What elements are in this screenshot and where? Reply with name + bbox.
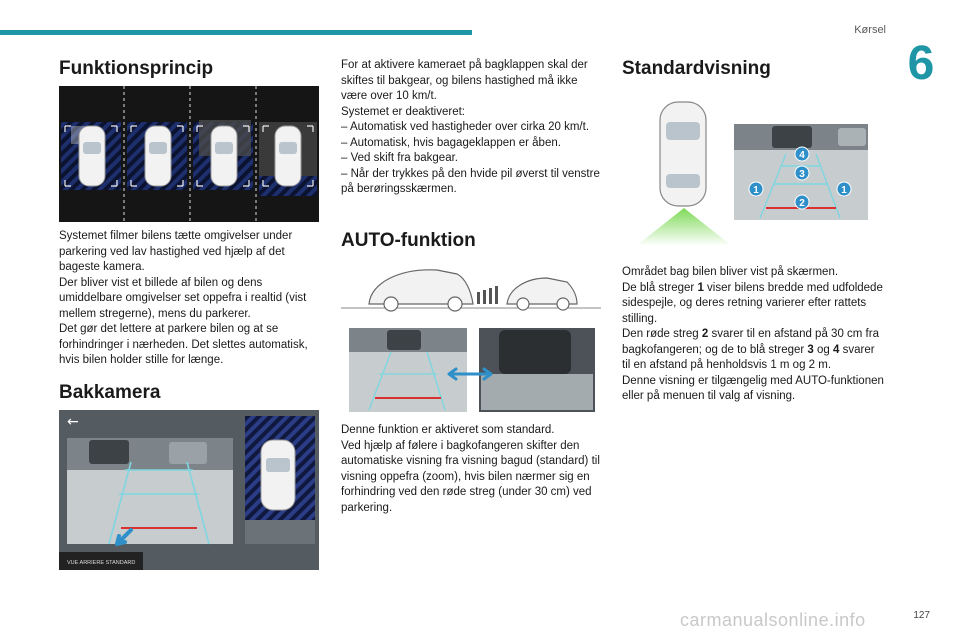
page-number: 127	[913, 610, 930, 621]
list-item: – Automatisk ved hastigheder over cirka …	[341, 121, 590, 133]
standard-view-illustration: 4 3 1 1 2	[636, 101, 868, 246]
back-arrow-icon: ←	[67, 414, 79, 430]
marker-1-left: 1	[753, 185, 759, 196]
paragraph: De blå streger 1 viser bilens bredde med…	[622, 281, 883, 325]
paragraph: Ved hjælp af følere i bagkofangeren skif…	[341, 439, 600, 514]
paragraph: Den røde streg 2 svarer til en afstand p…	[622, 328, 879, 371]
header-accent-bar	[0, 30, 472, 35]
view-caption: VUE ARRIERE STANDARD	[67, 560, 135, 566]
funktionsprincip-text: Systemet filmer bilens tætte omgivelser …	[59, 229, 323, 369]
paragraph: Området bag bilen bliver vist på skærmen…	[622, 266, 839, 278]
figure-rear-camera: ← VUE ARRIERE STANDARD	[59, 410, 319, 570]
top-view-illustration	[59, 86, 319, 222]
paragraph: Denne funktion er aktiveret som standard…	[341, 424, 555, 436]
auto-function-text: Denne funktion er aktiveret som standard…	[341, 423, 605, 516]
paragraph: Systemet er deaktiveret:	[341, 105, 465, 118]
heading-funktionsprincip: Funktionsprincip	[59, 58, 214, 79]
heading-standardvisning: Standardvisning	[622, 58, 771, 79]
activation-text: For at aktivere kameraet på bagklappen s…	[341, 58, 605, 198]
list-item: – Automatisk, hvis bagageklappen er åben…	[341, 136, 561, 149]
section-name: Kørsel	[854, 24, 886, 36]
heading-auto-funktion: AUTO-funktion	[341, 230, 476, 251]
marker-1-right: 1	[841, 185, 847, 196]
paragraph: Denne visning er tilgængelig med AUTO-fu…	[622, 374, 884, 403]
watermark: carmanualsonline.info	[680, 610, 866, 630]
figure-auto-function	[341, 256, 601, 416]
auto-function-illustration	[341, 269, 601, 412]
paragraph: Systemet filmer bilens tætte omgivelser …	[59, 230, 293, 273]
heading-bakkamera: Bakkamera	[59, 382, 161, 403]
list-item: – Når der trykkes på den hvide pil øvers…	[341, 167, 600, 196]
marker-2: 2	[799, 198, 805, 209]
marker-4: 4	[799, 150, 805, 161]
rear-camera-illustration: ← VUE ARRIERE STANDARD	[59, 410, 319, 570]
list-item: – Ved skift fra bakgear.	[341, 152, 458, 164]
double-arrow-icon	[447, 367, 493, 381]
paragraph: Der bliver vist et billede af bilen og d…	[59, 276, 307, 320]
figure-top-view-sequence	[59, 86, 319, 222]
chapter-number: 6	[907, 37, 935, 90]
paragraph: Det gør det lettere at parkere bilen og …	[59, 323, 308, 366]
marker-3: 3	[799, 169, 805, 180]
standard-view-text: Området bag bilen bliver vist på skærmen…	[622, 265, 886, 405]
figure-standard-view: 4 3 1 1 2	[622, 92, 884, 248]
paragraph: For at aktivere kameraet på bagklappen s…	[341, 59, 588, 102]
